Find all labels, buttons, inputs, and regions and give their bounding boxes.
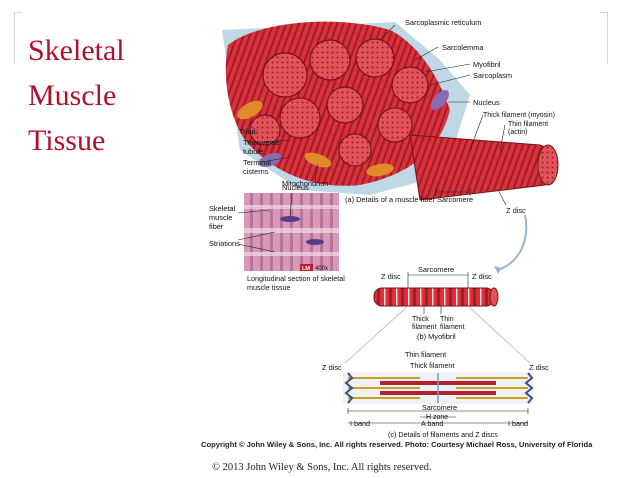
- label-tubule: tubule: [243, 147, 263, 156]
- label-z-disc-c-left: Z disc: [322, 363, 342, 372]
- label-sarcomere-b: Sarcomere: [418, 265, 454, 274]
- band-brackets: [347, 408, 529, 424]
- label-fiber: fiber: [209, 222, 224, 231]
- title-line-2: Muscle: [28, 79, 117, 112]
- lm-badge: [300, 264, 313, 271]
- zoom-lines: [344, 305, 531, 364]
- caption-micrograph-line-1: Longitudinal section of skeletal: [247, 274, 345, 283]
- myofibril-end: [489, 287, 499, 307]
- caption-b: (b) Myofibril: [417, 332, 456, 341]
- label-sarcolemma: Sarcolemma: [442, 43, 484, 52]
- label-skeletal: Skeletal: [209, 204, 236, 213]
- label-cisterns: cisterns: [243, 167, 269, 176]
- label-triad: Triad:: [239, 127, 258, 136]
- label-thin-b-2: filament: [440, 324, 465, 331]
- connector-arrowhead: [494, 266, 502, 274]
- label-thin-filament: Thin filament: [508, 121, 548, 128]
- image-credit: Copyright © John Wiley & Sons, Inc. All …: [201, 440, 593, 449]
- label-sarcoplasmic-reticulum: Sarcoplasmic reticulum: [405, 18, 481, 27]
- corner-rule-horizontal-right: [600, 12, 608, 13]
- label-thin-filament-c: Thin filament: [405, 350, 446, 359]
- label-mitochondrion: Mitochondrion: [282, 179, 328, 188]
- label-sarcoplasm: Sarcoplasm: [473, 71, 512, 80]
- label-thick-filament-c: Thick filament: [410, 361, 454, 370]
- title-line-3: Tissue: [28, 124, 106, 157]
- label-terminal: Terminal: [243, 158, 271, 167]
- muscle-fiber-illustration: [222, 21, 559, 201]
- corner-rule-horizontal-left: [14, 12, 22, 13]
- label-sarcomere-c: Sarcomere: [422, 403, 457, 412]
- caption-a: (a) Details of a muscle fiber: [345, 195, 435, 204]
- label-leaders-b: [423, 306, 442, 314]
- micrograph-image: [244, 193, 339, 271]
- label-z-disc-c-right: Z disc: [529, 363, 549, 372]
- label-thick-b-2: filament: [412, 324, 437, 331]
- label-actin: (actin): [508, 129, 527, 136]
- label-i-band-right: I band: [508, 419, 528, 428]
- label-z-disc-a: Z disc: [506, 206, 526, 215]
- label-i-band-left: I band: [350, 419, 370, 428]
- connector-arrow: [497, 214, 528, 271]
- filament-diagram: [343, 372, 534, 404]
- label-thick-b-1: Thick: [412, 316, 429, 323]
- label-transverse: Transverse: [243, 138, 280, 147]
- corner-rule-vertical-right: [607, 12, 608, 64]
- label-striations: Striations: [209, 239, 240, 248]
- lm-badge-text: LM: [302, 266, 310, 272]
- label-z-disc-b-right: Z disc: [472, 272, 492, 281]
- title-line-1: Skeletal: [28, 34, 125, 67]
- label-sarcomere-a: Sarcomere: [437, 195, 473, 204]
- caption-micrograph-line-2: muscle tissue: [247, 283, 291, 292]
- label-myofibril: Myofibril: [473, 60, 501, 69]
- sarcomere-bracket-b: [407, 272, 469, 290]
- label-leaders-micrograph: [237, 192, 293, 253]
- label-muscle: muscle: [209, 213, 232, 222]
- label-a-band: A band: [421, 419, 443, 428]
- label-thin-b-1: Thin: [440, 316, 454, 323]
- label-micrograph-nucleus: Nucleus: [282, 183, 309, 192]
- slide-title: Skeletal Muscle Tissue: [28, 28, 178, 163]
- slide-footer: © 2013 John Wiley & Sons, Inc. All right…: [212, 462, 432, 473]
- label-magnification: 400x: [315, 266, 328, 272]
- label-h-zone: H zone: [426, 414, 448, 421]
- label-z-disc-b-left: Z disc: [381, 272, 401, 281]
- label-thick-filament-myosin: Thick filament (myosin): [483, 112, 555, 119]
- myofibril-segment: [373, 287, 495, 307]
- corner-rule-vertical-left: [14, 12, 15, 64]
- label-nucleus: Nucleus: [473, 98, 500, 107]
- label-leaders-a: [261, 24, 507, 206]
- caption-c: (c) Details of filaments and Z discs: [388, 430, 498, 439]
